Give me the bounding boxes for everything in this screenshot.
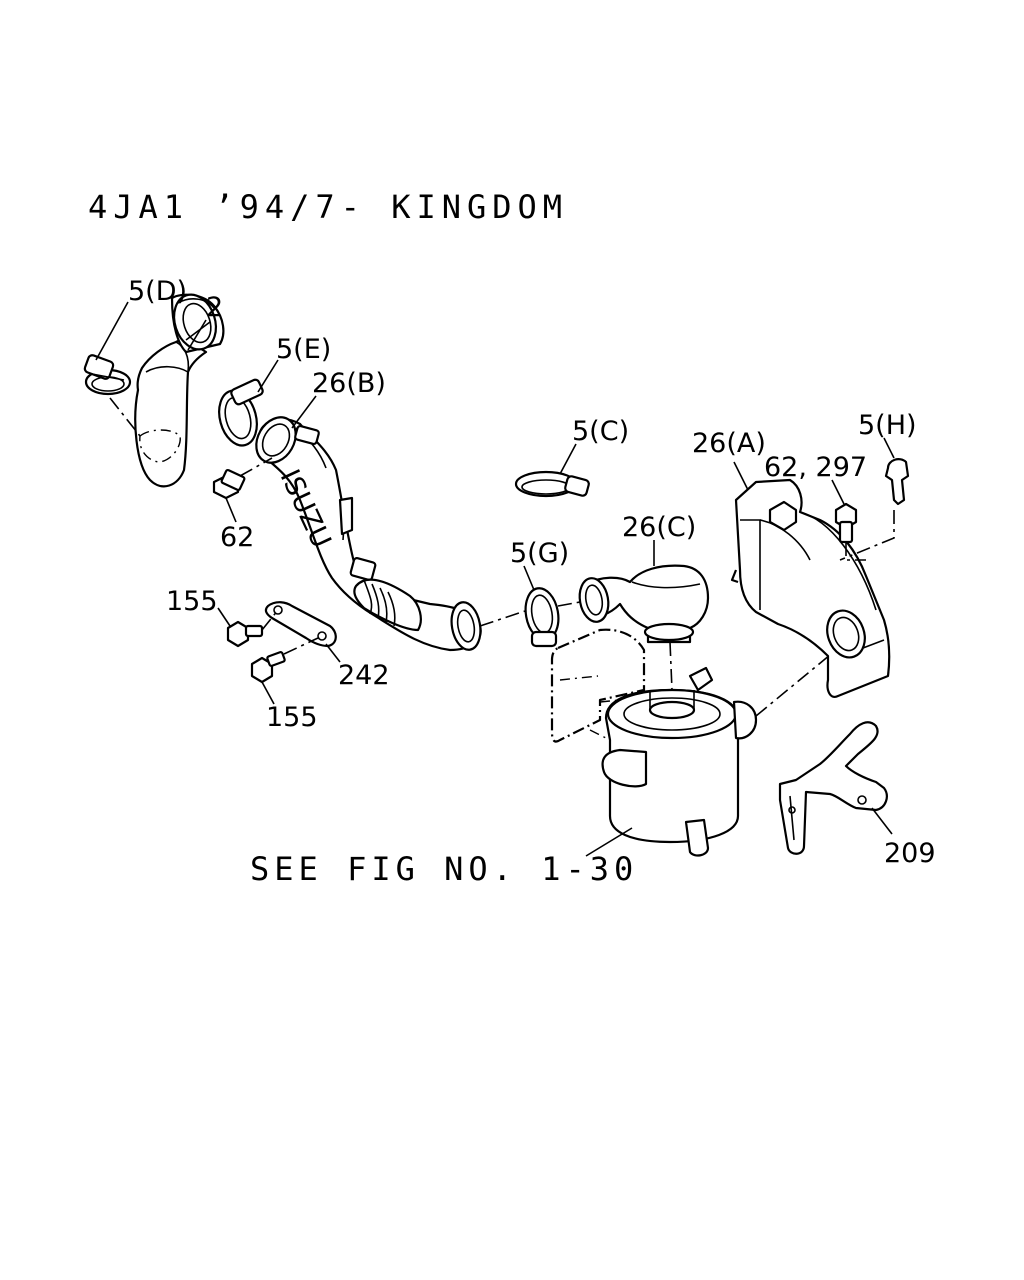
label-5h: 5(H) [858,410,917,441]
bolt-155-top[interactable] [226,620,264,648]
clip-5h[interactable] [884,458,910,506]
label-5e: 5(E) [276,334,331,365]
bolt-62-297[interactable] [834,502,858,544]
bracket-242[interactable] [264,601,337,648]
clamp-5c[interactable] [514,470,590,498]
see-figure-note: SEE FIG NO. 1-30 [250,850,638,888]
label-5c: 5(C) [572,416,629,447]
duct-26a[interactable] [730,478,891,698]
duct-26b[interactable] [248,410,484,652]
bolt-155-bottom[interactable] [250,651,286,684]
label-26a: 26(A) [692,428,766,459]
clamp-5g[interactable] [522,586,563,648]
label-2: 2 [206,292,223,323]
hose-2-cuff[interactable] [167,289,225,355]
bolt-62[interactable] [212,468,246,500]
label-209: 209 [884,838,936,869]
label-26b: 26(B) [312,368,386,399]
air-cleaner [550,628,758,857]
clamp-5e[interactable] [213,378,264,449]
clamp-5d[interactable] [83,354,132,396]
duct-26c[interactable] [576,564,710,644]
label-62-297: 62, 297 [764,452,867,483]
label-26c: 26(C) [622,512,696,543]
label-242: 242 [338,660,390,691]
label-155-top: 155 [166,586,218,617]
hose-2[interactable] [134,336,208,488]
bracket-209[interactable] [778,721,888,855]
label-5d: 5(D) [128,276,187,307]
diagram-title: 4JA1 ’94/7- KINGDOM [88,188,568,226]
label-155-bottom: 155 [266,702,318,733]
label-5g: 5(G) [510,538,569,569]
label-62: 62 [220,522,254,553]
